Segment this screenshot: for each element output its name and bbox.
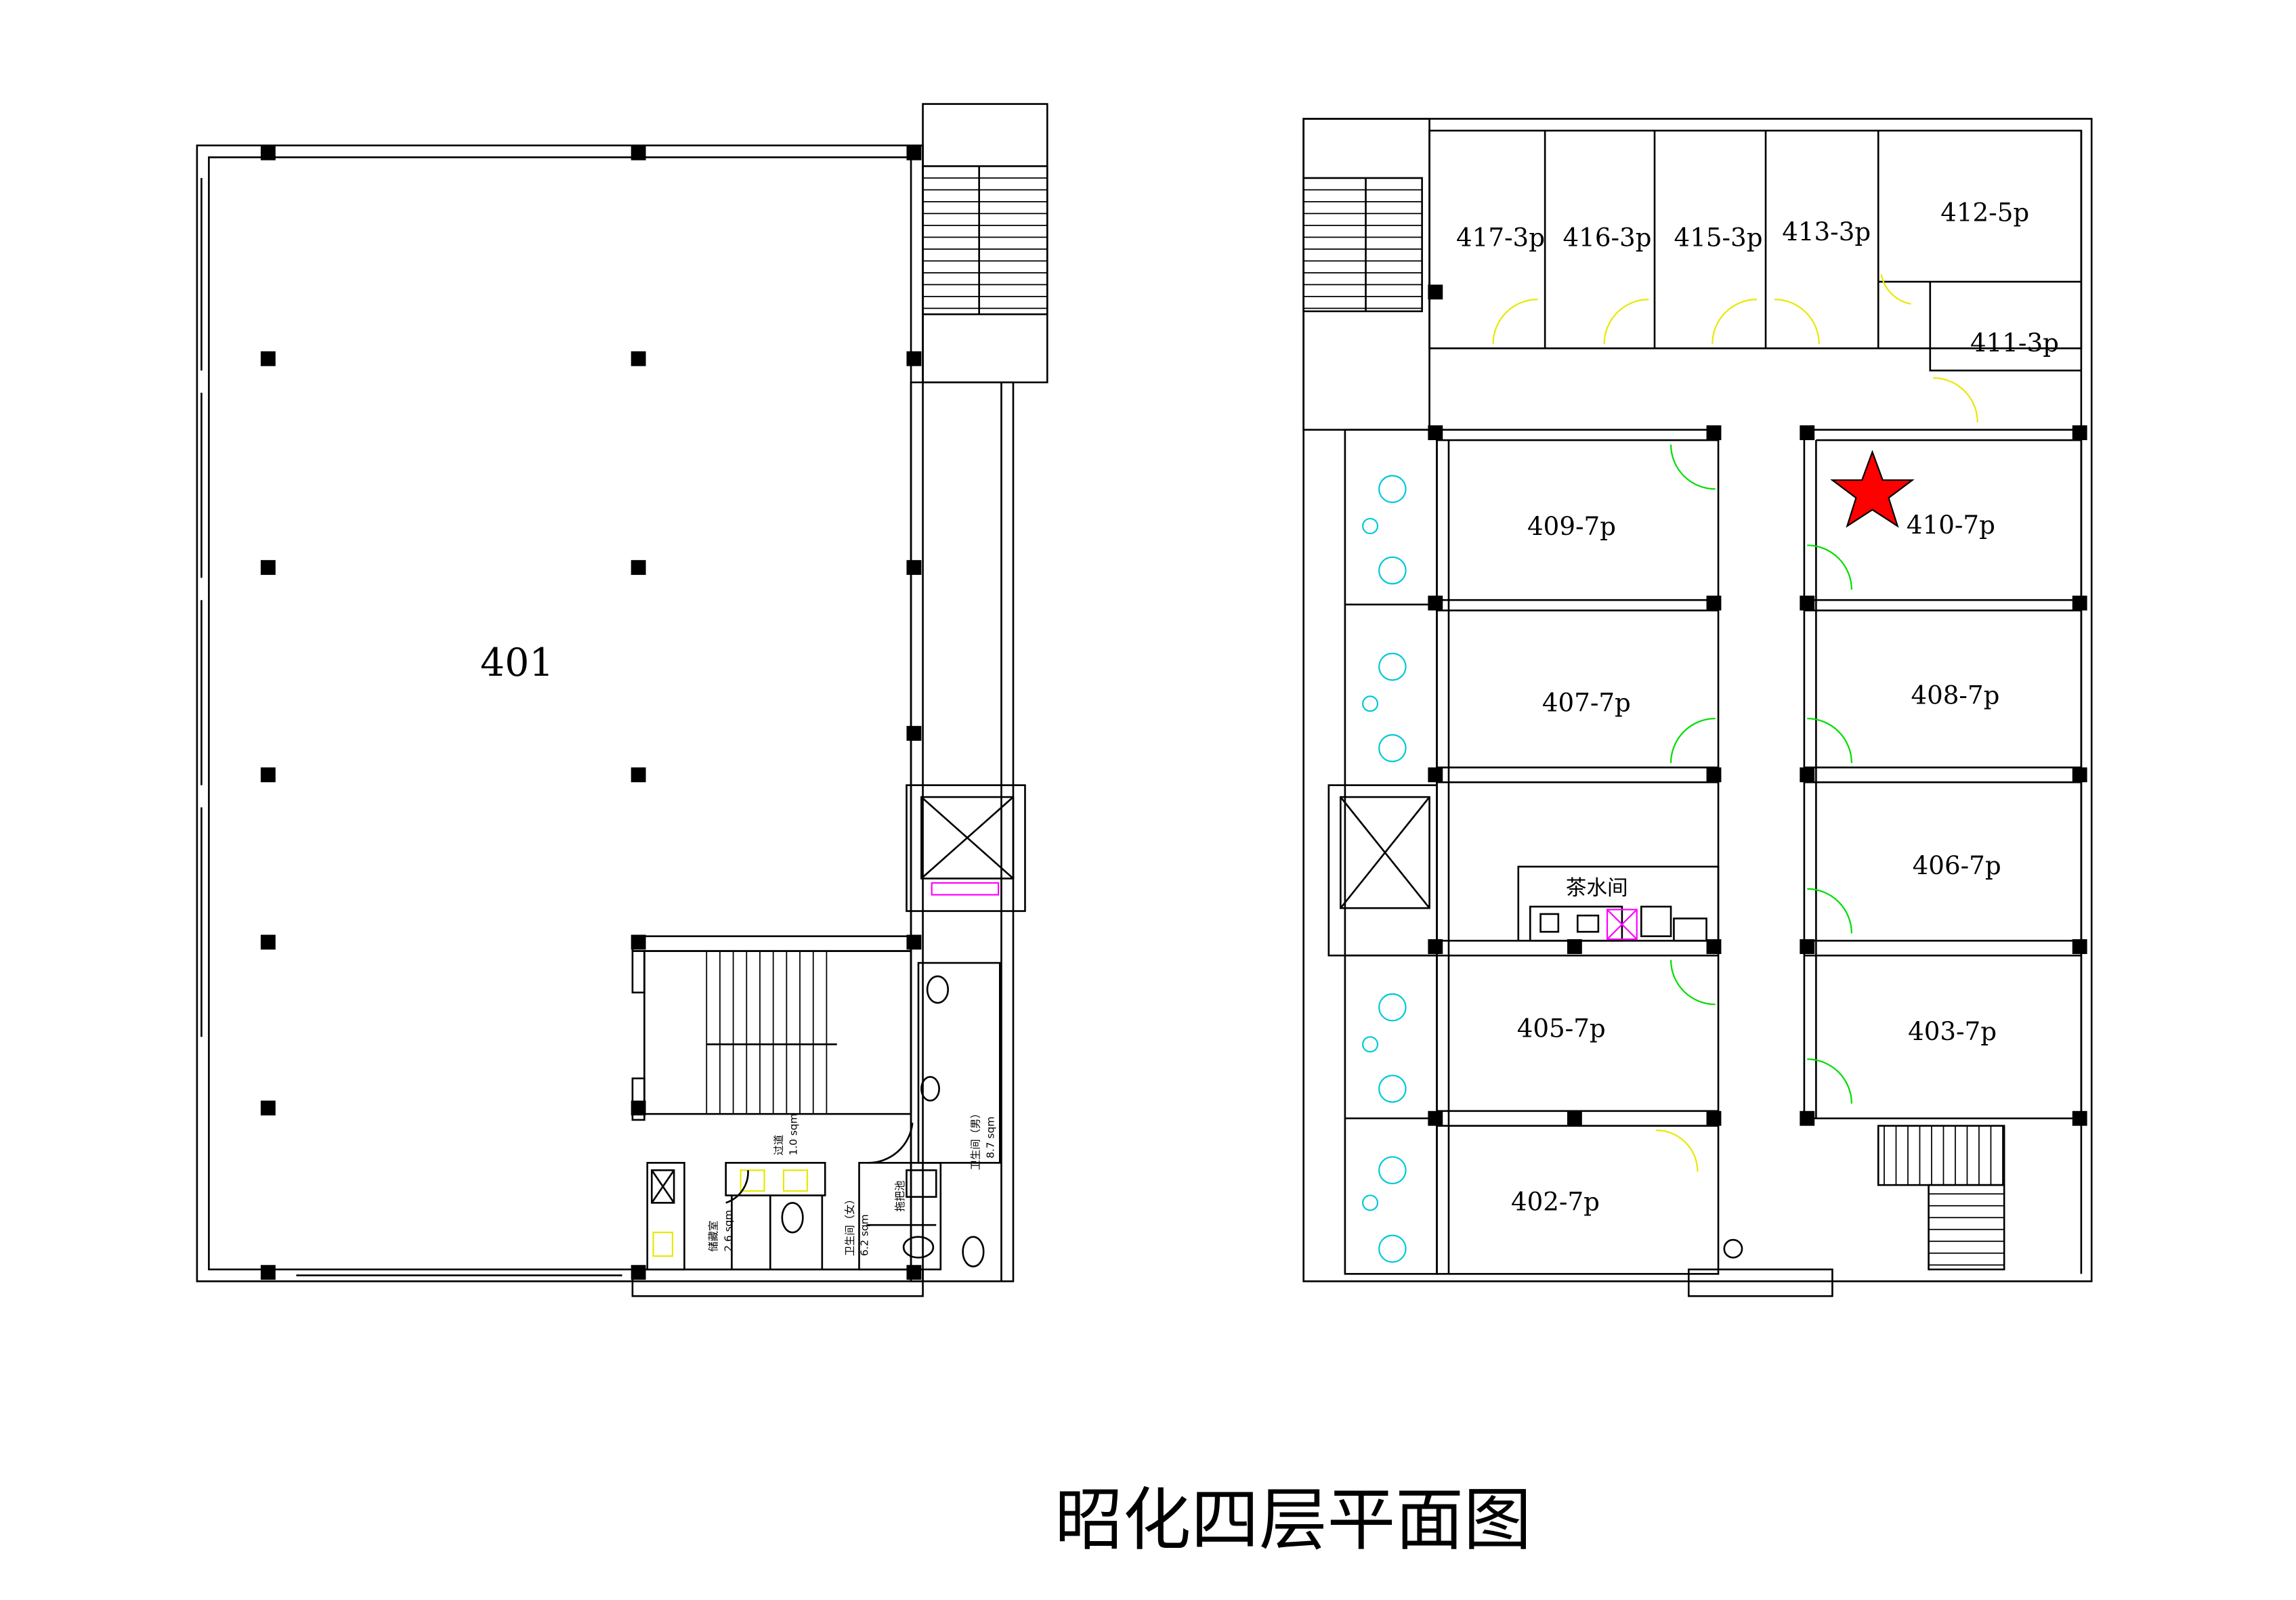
corridor-area: 1.0 sqm (788, 1114, 800, 1156)
column (260, 1100, 276, 1116)
column (1800, 1110, 1815, 1126)
room-label: 407-7p (1542, 687, 1631, 717)
column (1567, 939, 1582, 954)
room-label: 403-7p (1908, 1016, 1997, 1046)
plant-icon (1362, 1036, 1379, 1053)
column (2072, 1110, 2087, 1126)
column (906, 351, 922, 366)
column (1428, 939, 1443, 954)
column (260, 767, 276, 783)
column (1800, 939, 1815, 954)
room-label: 410-7p (1907, 510, 1995, 540)
plan-title: 昭化四层平面图 (1055, 1480, 1531, 1559)
column (1428, 595, 1443, 611)
column (1706, 767, 1722, 783)
room-401-label: 401 (480, 641, 554, 685)
room-label: 409-7p (1527, 511, 1616, 541)
stair-tower (922, 103, 1048, 384)
column (906, 145, 922, 160)
column (906, 1265, 922, 1280)
chair-icon (1378, 993, 1407, 1022)
room-label: 408-7p (1911, 680, 1999, 710)
chair-icon (1378, 556, 1407, 585)
column (1428, 1110, 1443, 1126)
room-label: 416-3p (1563, 223, 1652, 253)
column (631, 1100, 646, 1116)
column (631, 934, 646, 950)
elevator (906, 784, 1026, 912)
column (1428, 284, 1443, 300)
chair-icon (1378, 734, 1407, 762)
column (1800, 767, 1815, 783)
mop-sink-label: 拖把池 (894, 1181, 906, 1212)
column (1706, 595, 1722, 611)
column (2072, 425, 2087, 441)
column (906, 934, 922, 950)
column (2072, 939, 2087, 954)
column (1428, 767, 1443, 783)
wc-male-area: 8.7 sqm (985, 1117, 997, 1159)
column (260, 560, 276, 576)
room-label: 417-3p (1456, 223, 1545, 253)
room-label: 406-7p (1913, 850, 2001, 880)
column (1706, 939, 1722, 954)
column (260, 934, 276, 950)
chair-icon (1378, 652, 1407, 681)
column (260, 145, 276, 160)
plant-icon (1362, 517, 1379, 534)
location-star-icon (1830, 450, 1915, 528)
room-label: 405-7p (1517, 1013, 1606, 1043)
column (631, 145, 646, 160)
column (2072, 595, 2087, 611)
column (1800, 425, 1815, 441)
storage-area: 2.6 sqm (722, 1210, 734, 1252)
chair-icon (1378, 1234, 1407, 1263)
room-label: 412-5p (1940, 197, 2029, 227)
room-label: 402-7p (1511, 1186, 1600, 1216)
wc-male-label: 卫生间（男） (970, 1108, 982, 1170)
room-label: 411-3p (1970, 328, 2059, 358)
room-label: 415-3p (1674, 223, 1763, 253)
room-label: 413-3p (1782, 217, 1871, 246)
column (1800, 595, 1815, 611)
wc-female-area: 6.2 sqm (859, 1214, 871, 1256)
elevator-right (1327, 784, 1438, 957)
column (1567, 1110, 1582, 1126)
column (906, 560, 922, 576)
column (631, 560, 646, 576)
tea-room-label: 茶水间 (1566, 876, 1628, 900)
right-plan: 茶水间 417-3p 416-3p 415-3p 413-3p 412-5p 411-3p… (1302, 118, 2093, 1297)
corridor-label: 过道 (773, 1135, 785, 1156)
column (1706, 1110, 1722, 1126)
column (260, 1265, 276, 1280)
column (260, 351, 276, 366)
plant-icon (1362, 1194, 1379, 1211)
column (631, 767, 646, 783)
right-outer-wall (1302, 118, 2093, 1282)
column (2072, 767, 2087, 783)
column (906, 726, 922, 741)
plant-icon (1362, 695, 1379, 712)
wc-female-label: 卫生间（女） (844, 1194, 856, 1256)
chair-icon (1378, 1156, 1407, 1185)
chair-icon (1378, 1075, 1407, 1103)
left-outer-wall (196, 144, 924, 1282)
column (631, 1265, 646, 1280)
column (1428, 425, 1443, 441)
chair-icon (1378, 475, 1407, 503)
left-plan: 过道 1.0 sqm 储藏室 2.6 sqm 卫生间（女） 6.2 sqm 拖把… (196, 103, 1048, 1297)
storage-label: 储藏室 (708, 1221, 720, 1252)
column (631, 351, 646, 366)
column (1706, 425, 1722, 441)
